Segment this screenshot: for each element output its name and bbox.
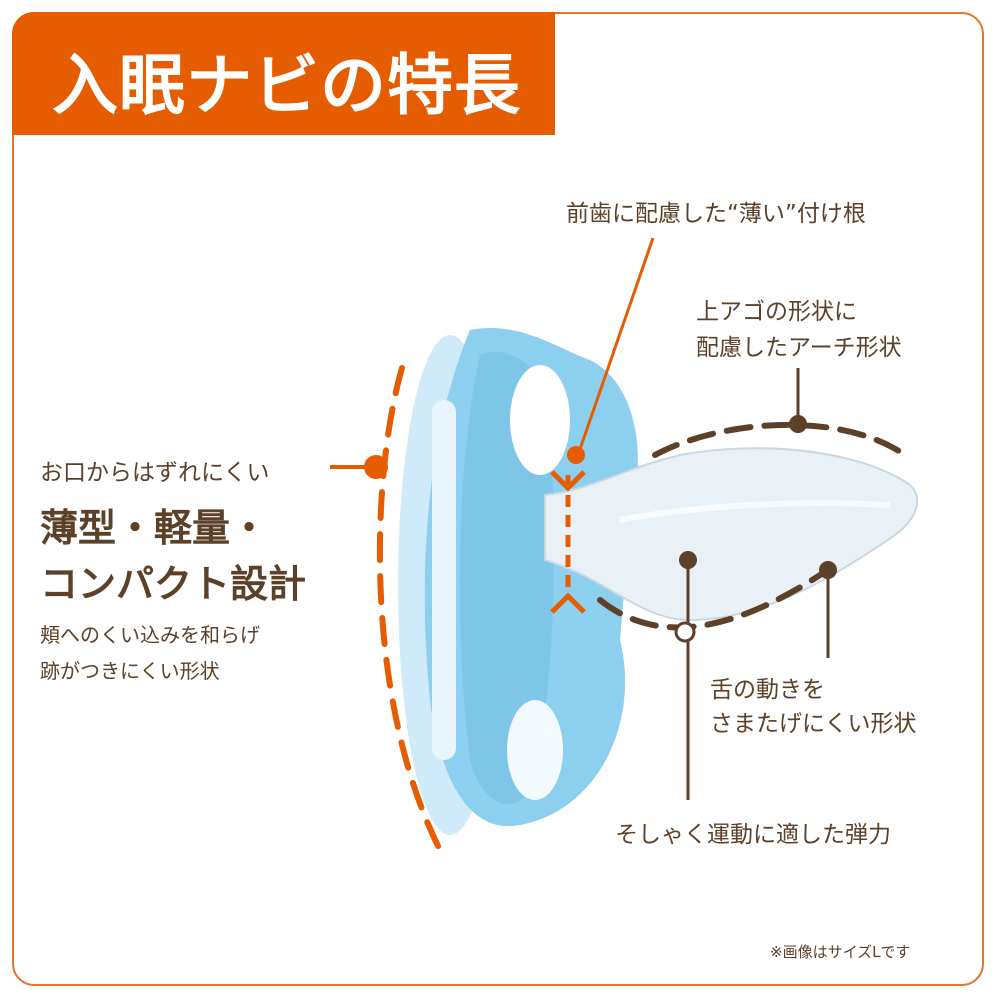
page-title: 入眠ナビの特長 xyxy=(52,47,521,124)
feature-title-line2: コンパクト設計 xyxy=(40,562,307,606)
callout-chewing: そしゃく運動に適した弾力 xyxy=(615,822,891,848)
feature-title-line1: 薄型・軽量・ xyxy=(40,506,269,550)
feature-lead: お口からはずれにくい xyxy=(40,460,270,486)
callout-thin-root: 前歯に配慮した“薄い”付け根 xyxy=(566,201,866,227)
callout-arch-line1: 上アゴの形状に xyxy=(696,299,857,325)
feature-desc-line2: 跡がつきにくい形状 xyxy=(40,659,220,683)
header-banner: 入眠ナビの特長 xyxy=(12,12,555,135)
callout-arch-line2: 配慮したアーチ形状 xyxy=(696,335,902,361)
thin-profile-dashed-line xyxy=(376,365,443,853)
callout-tongue-line1: 舌の動きを xyxy=(710,677,825,703)
feature-desc-line1: 頬へのくい込みを和らげ xyxy=(40,623,260,647)
footnote: ※画像はサイズLです xyxy=(770,943,911,961)
thin-root-connector xyxy=(576,237,655,456)
callout-tongue-line2: さまたげにくい形状 xyxy=(710,711,917,737)
lead-dot xyxy=(364,455,388,479)
arch-dashed-line xyxy=(652,421,908,458)
